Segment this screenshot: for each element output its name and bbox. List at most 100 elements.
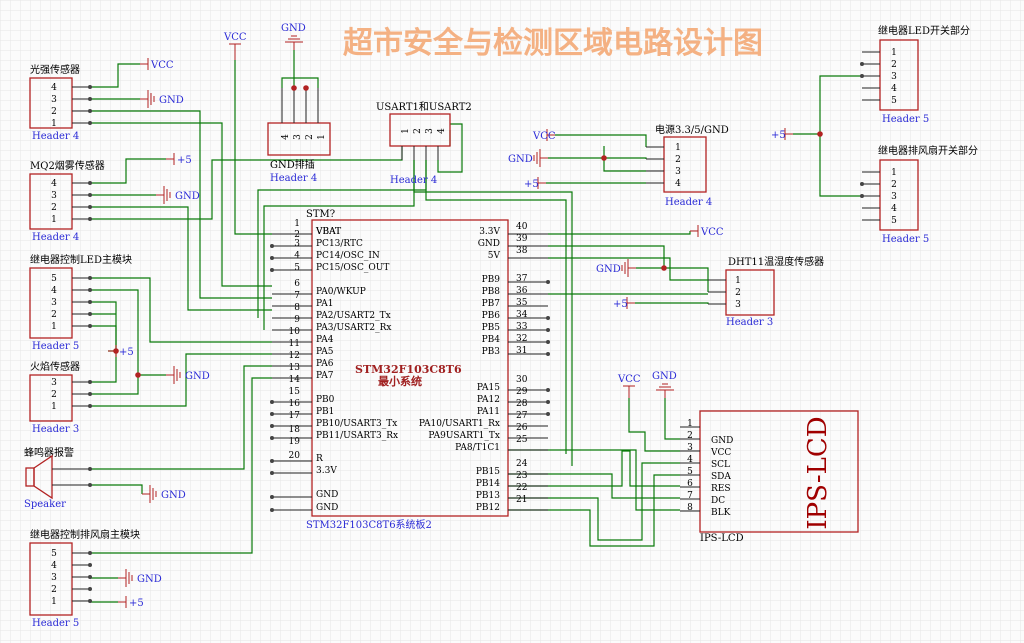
gnd-header-pin-num: 4 bbox=[281, 134, 291, 140]
mcu-pin-name: PA2/USART2_Tx bbox=[316, 311, 391, 321]
mcu-pin-num: 32 bbox=[516, 334, 527, 344]
mcu-pin-num: 28 bbox=[516, 399, 528, 409]
mcu-pin-num: 26 bbox=[516, 423, 528, 433]
mcu-pin-num: 31 bbox=[516, 346, 527, 356]
relay-fan-main-label: 继电器控制排风扇主模块 bbox=[30, 528, 140, 541]
mcu-pin-name: PC13/RTC bbox=[316, 239, 363, 249]
pin-end bbox=[546, 388, 550, 392]
mcu-pin-name: PB4 bbox=[482, 335, 501, 345]
mcu-pin-num: 17 bbox=[289, 411, 301, 421]
mcu-pin-num: 16 bbox=[289, 399, 301, 409]
light-sensor-pin-num: 1 bbox=[51, 119, 57, 129]
power-label: +5 bbox=[613, 299, 628, 310]
mcu-pin-name: PA0/WKUP bbox=[316, 287, 366, 297]
flame-sensor-footer: Header 3 bbox=[32, 424, 79, 435]
mcu-pin-name: R bbox=[316, 454, 323, 464]
mcu-pin-name: PB1 bbox=[316, 407, 334, 417]
relay-fan-switch-pin-num: 5 bbox=[891, 216, 897, 226]
mcu-pin-num: 27 bbox=[516, 411, 528, 421]
power-header-pin-num: 2 bbox=[675, 155, 681, 165]
wire bbox=[90, 206, 272, 311]
mcu-pin-name: PA5 bbox=[316, 347, 334, 357]
wire bbox=[548, 257, 708, 281]
mcu-pin-num: 23 bbox=[516, 471, 528, 481]
pin-end bbox=[88, 121, 92, 125]
pin-end bbox=[88, 324, 92, 328]
mcu-pin-num: 36 bbox=[516, 286, 528, 296]
pin-end bbox=[88, 380, 92, 384]
vcc-label: VCC bbox=[223, 32, 247, 43]
wire bbox=[90, 484, 143, 494]
relay-led-main-footer: Header 5 bbox=[32, 341, 79, 352]
mq2-sensor-pin-num: 1 bbox=[51, 215, 57, 225]
pin-end bbox=[270, 400, 274, 404]
power-header-pin-num: 4 bbox=[675, 179, 681, 189]
lcd-pin-name: BLK bbox=[711, 508, 731, 518]
pin-end bbox=[270, 256, 274, 260]
relay-led-switch-pin-num: 4 bbox=[891, 84, 897, 94]
mcu-pin-name: PA3/USART2_Rx bbox=[316, 323, 391, 333]
usart-label: USART1和USART2 bbox=[376, 101, 472, 113]
wire bbox=[90, 277, 272, 343]
relay-fan-switch-pin-num: 2 bbox=[891, 180, 897, 190]
relay-fan-main-pin-num: 4 bbox=[51, 561, 57, 571]
pin-end bbox=[88, 288, 92, 292]
wire bbox=[90, 377, 272, 554]
lcd-pin-num: 1 bbox=[687, 419, 693, 429]
relay-led-switch-pin-num: 2 bbox=[891, 60, 897, 70]
mcu-pin-name: PA8/T1C1 bbox=[455, 443, 500, 453]
power-label: +5 bbox=[771, 130, 786, 141]
mcu-pin-name: VBAT bbox=[315, 227, 341, 237]
junction-dot bbox=[601, 155, 607, 161]
usart-pin-num: 3 bbox=[425, 128, 435, 134]
relay-led-main-pin-num: 4 bbox=[51, 286, 57, 296]
mcu-pin-name: PC14/OSC_IN bbox=[316, 251, 380, 261]
mcu-pin-name: PB10/USART3_Tx bbox=[316, 419, 397, 429]
usart-pin-num: 1 bbox=[401, 128, 411, 134]
lcd-pin-num: 8 bbox=[687, 503, 693, 513]
mcu-pin-name: PA12 bbox=[477, 395, 500, 405]
gnd-label: GND bbox=[652, 371, 677, 382]
mcu-pin-num: 25 bbox=[516, 435, 528, 445]
pin-end bbox=[546, 316, 550, 320]
power-label: +5 bbox=[129, 598, 144, 609]
pin-end bbox=[270, 424, 274, 428]
relay-fan-switch-label: 继电器排风扇开关部分 bbox=[878, 144, 978, 157]
relay-led-main-pin-num: 5 bbox=[51, 274, 57, 284]
lcd-pin-name: RES bbox=[711, 484, 731, 494]
relay-fan-switch-footer: Header 5 bbox=[882, 234, 929, 245]
mcu-subtitle: 最小系统 bbox=[378, 374, 422, 388]
wire bbox=[664, 267, 709, 292]
power-header-pin-num: 1 bbox=[675, 143, 681, 153]
pin-end bbox=[270, 495, 274, 499]
pin-end bbox=[88, 483, 92, 487]
junction-dot bbox=[303, 85, 309, 91]
lcd-pin-name: GND bbox=[711, 436, 733, 446]
pin-end bbox=[88, 109, 92, 113]
pin-end bbox=[88, 392, 92, 396]
wire bbox=[90, 365, 272, 470]
flame-sensor-pin-num: 1 bbox=[51, 402, 57, 412]
power-label: +5 bbox=[177, 155, 192, 166]
pin-end bbox=[88, 300, 92, 304]
mcu-pin-num: 39 bbox=[516, 234, 528, 244]
wire bbox=[90, 289, 166, 376]
pin-end bbox=[860, 182, 864, 186]
relay-led-main-pin-num: 1 bbox=[51, 322, 57, 332]
light-sensor-footer: Header 4 bbox=[32, 131, 79, 142]
page-title: 超市安全与检测区域电路设计图 bbox=[343, 26, 763, 61]
lcd-pin-name: SCL bbox=[711, 460, 730, 470]
mcu-pin-name: PB7 bbox=[482, 299, 501, 309]
flame-sensor-body bbox=[29, 374, 73, 422]
gnd-label: GND bbox=[159, 95, 184, 106]
gnd-header-pin-num: 3 bbox=[293, 134, 303, 140]
wire bbox=[90, 110, 272, 299]
mcu-pin-name: 3.3V bbox=[316, 466, 337, 476]
mcu-pin-name: PB11/USART3_Rx bbox=[316, 431, 398, 441]
wires bbox=[90, 50, 862, 603]
pin-end bbox=[88, 575, 92, 579]
mcu-pin-name: PA10/USART1_Rx bbox=[419, 419, 500, 429]
dht11-footer: Header 3 bbox=[726, 317, 773, 328]
wire bbox=[90, 375, 139, 395]
